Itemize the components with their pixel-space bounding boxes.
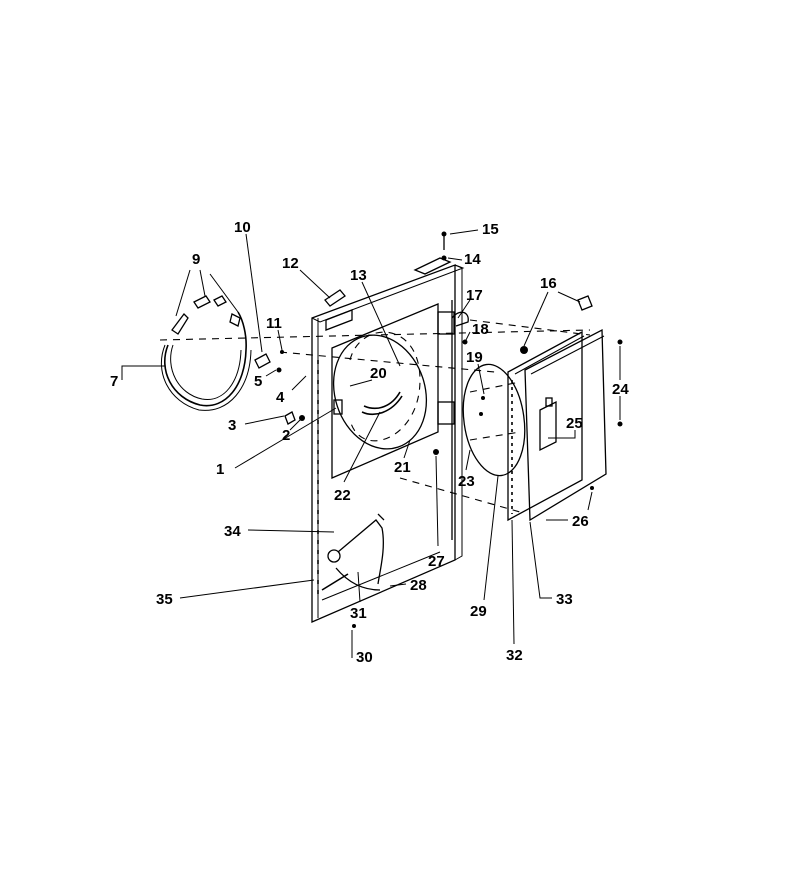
wire-harness <box>327 513 385 591</box>
label-1: 1 <box>216 461 224 478</box>
label-7: 7 <box>110 373 118 390</box>
door-screws <box>352 295 623 628</box>
leader-lines <box>121 229 621 658</box>
label-3: 3 <box>228 417 236 434</box>
callout-labels: 1 2 3 4 5 7 9 10 11 12 13 14 15 16 17 18… <box>110 219 629 666</box>
label-12: 12 <box>282 255 299 272</box>
label-14: 14 <box>464 251 481 268</box>
label-26: 26 <box>572 513 589 530</box>
door-inner-panel <box>507 330 585 522</box>
label-17: 17 <box>466 287 483 304</box>
label-10: 10 <box>234 219 251 236</box>
label-2: 2 <box>282 427 290 444</box>
label-11: 11 <box>266 315 282 332</box>
label-21: 21 <box>394 459 411 476</box>
outer-door <box>524 328 607 522</box>
label-34: 34 <box>224 523 241 540</box>
inner-door-glass <box>462 363 526 477</box>
label-27: 27 <box>428 553 445 570</box>
label-18: 18 <box>472 321 489 338</box>
assembly-axis-lines <box>159 319 591 513</box>
door-seal-ring <box>160 311 252 411</box>
label-32: 32 <box>506 647 523 664</box>
label-9: 9 <box>192 251 200 268</box>
label-30: 30 <box>356 649 373 666</box>
label-33: 33 <box>556 591 573 608</box>
label-15: 15 <box>482 221 499 238</box>
label-28: 28 <box>410 577 427 594</box>
label-19: 19 <box>466 349 483 366</box>
hinge-rod <box>441 231 469 540</box>
label-16: 16 <box>540 275 557 292</box>
label-24: 24 <box>612 381 629 398</box>
label-22: 22 <box>334 487 351 504</box>
label-23: 23 <box>458 473 475 490</box>
label-5: 5 <box>254 373 262 390</box>
label-20: 20 <box>370 365 387 382</box>
label-13: 13 <box>350 267 367 284</box>
label-29: 29 <box>470 603 487 620</box>
label-4: 4 <box>276 389 285 406</box>
label-31: 31 <box>350 605 367 622</box>
label-25: 25 <box>566 415 583 432</box>
label-35: 35 <box>156 591 173 608</box>
front-panel <box>311 257 465 623</box>
small-hardware-left <box>254 350 305 425</box>
seal-clips <box>171 295 241 335</box>
